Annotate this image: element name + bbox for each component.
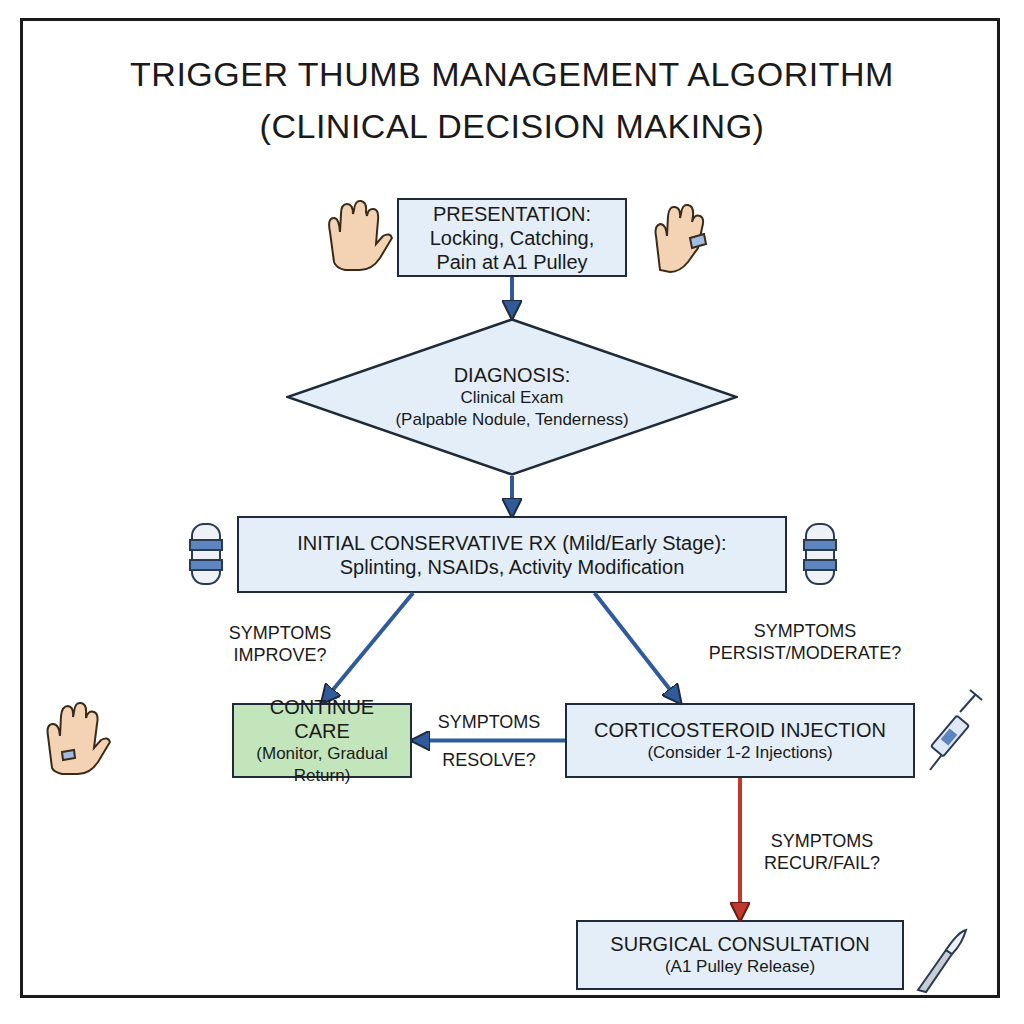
node-heading: CONTINUE CARE — [244, 695, 400, 743]
syringe-icon — [930, 690, 982, 770]
flow-arrow — [510, 277, 514, 318]
outcome-box: CONTINUE CARE(Monitor, Gradual Return) — [232, 703, 412, 778]
flow-arrow — [510, 476, 514, 516]
node-body: (Consider 1-2 Injections) — [647, 742, 832, 764]
hand-icon — [48, 703, 110, 774]
decision-diamond: DIAGNOSIS:Clinical Exam(Palpable Nodule,… — [286, 318, 738, 476]
process-box: CORTICOSTEROID INJECTION(Consider 1-2 In… — [565, 703, 915, 778]
process-box: SURGICAL CONSULTATION(A1 Pulley Release) — [576, 920, 904, 990]
node-body: Splinting, NSAIDs, Activity Modification — [340, 555, 685, 579]
node-heading: PRESENTATION: — [433, 202, 591, 226]
edge-label: SYMPTOMS PERSIST/MODERATE? — [690, 620, 920, 664]
edge-label: SYMPTOMS RECUR/FAIL? — [752, 830, 892, 874]
process-box: INITIAL CONSERVATIVE RX (Mild/Early Stag… — [237, 516, 787, 593]
node-body: (A1 Pulley Release) — [665, 956, 815, 978]
node-heading: DIAGNOSIS: — [454, 363, 571, 387]
splint-icon — [190, 524, 222, 584]
node-body: Clinical Exam — [461, 387, 564, 409]
flow-arrow — [595, 593, 681, 703]
node-body: Locking, Catching, Pain at A1 Pulley — [409, 226, 615, 274]
diamond-outline — [288, 320, 737, 475]
flow-arrow — [322, 593, 413, 703]
node-body: (Palpable Nodule, Tenderness) — [395, 409, 628, 431]
process-box: PRESENTATION:Locking, Catching, Pain at … — [397, 198, 627, 277]
edge-label: SYMPTOMS IMPROVE? — [205, 622, 355, 666]
diagram-title: TRIGGER THUMB MANAGEMENT ALGORITHM (CLIN… — [82, 48, 942, 152]
node-heading: INITIAL CONSERVATIVE RX (Mild/Early Stag… — [297, 531, 726, 555]
hand-icon — [656, 205, 707, 272]
node-body: (Monitor, Gradual Return) — [244, 743, 400, 787]
edge-label: SYMPTOMS RESOLVE? — [424, 703, 554, 779]
node-heading: SURGICAL CONSULTATION — [610, 932, 869, 956]
scalpel-icon — [918, 930, 966, 992]
node-heading: CORTICOSTEROID INJECTION — [594, 718, 886, 742]
hand-icon — [329, 201, 392, 270]
flow-arrow — [412, 739, 565, 743]
splint-icon — [804, 524, 836, 584]
flow-arrow — [738, 778, 742, 920]
